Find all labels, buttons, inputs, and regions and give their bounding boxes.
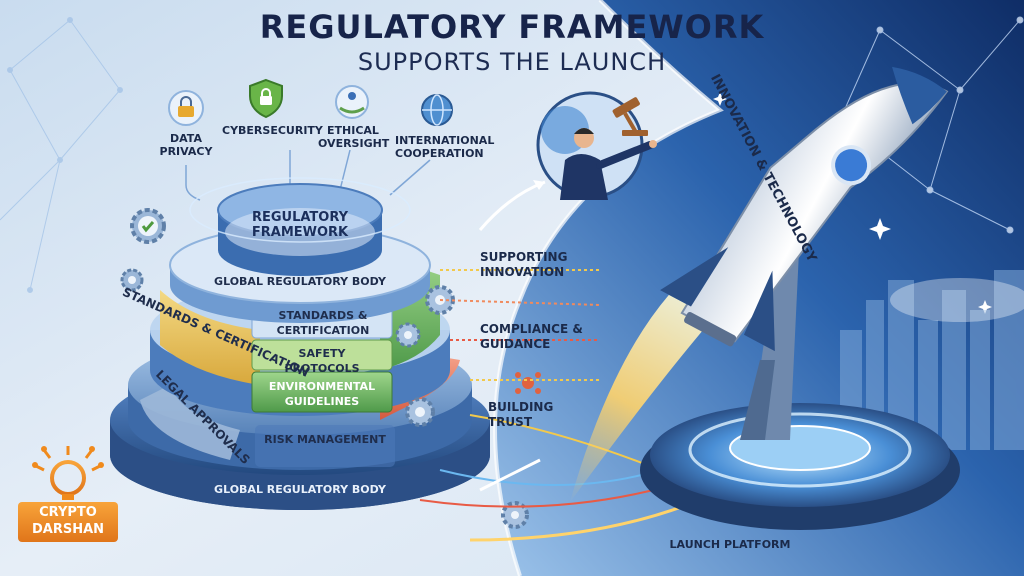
regulatory-framework-label: REGULATORY FRAMEWORK xyxy=(251,210,349,240)
gear-lower-icon xyxy=(405,397,435,427)
building-trust-label: BUILDING TRUST xyxy=(488,400,554,429)
logo-lightbulb-icon xyxy=(32,446,104,500)
top-icon-shield xyxy=(249,78,283,119)
international-cooperation-label: INTERNATIONAL COOPERATION xyxy=(395,134,495,160)
cloud xyxy=(890,278,1024,322)
environmental-guidelines-label: ENVIRONMENTAL GUIDELINES xyxy=(268,380,376,408)
gear-check-icon xyxy=(130,208,166,244)
page-subtitle: SUPPORTS THE LAUNCH xyxy=(357,48,667,76)
launch-platform xyxy=(640,230,960,530)
logo-badge xyxy=(18,502,118,542)
launch-platform-label: LAUNCH PLATFORM xyxy=(669,538,791,551)
global-regulatory-body-lower-label: GLOBAL REGULATORY BODY xyxy=(214,483,386,496)
sparkle-icons xyxy=(713,92,992,314)
gear-icons xyxy=(120,208,541,529)
gear-bottom-icon xyxy=(501,501,529,529)
ethical-oversight-label: ETHICAL OVERSIGHT xyxy=(318,124,390,150)
businessman-illustration xyxy=(536,91,657,200)
network-decoration-left xyxy=(0,17,123,293)
swoosh-edge xyxy=(493,0,724,576)
logo-line2: DARSHAN xyxy=(31,522,105,537)
page-title: REGULATORY FRAMEWORK xyxy=(259,8,765,46)
curved-arrow-head xyxy=(533,180,545,190)
gear-right-2-icon xyxy=(395,322,421,348)
risk-management-label: RISK MANAGEMENT xyxy=(264,433,386,446)
supporting-innovation-label: SUPPORTING INNOVATION xyxy=(480,250,568,279)
city-skyline xyxy=(840,270,1024,450)
top-icon-padlock xyxy=(168,90,204,126)
gear-small-icon xyxy=(120,268,144,292)
compliance-guidance-label: COMPLIANCE & GUIDANCE xyxy=(480,322,583,351)
global-regulatory-body-upper-label: GLOBAL REGULATORY BODY xyxy=(214,275,386,288)
flow-arrows xyxy=(419,269,701,542)
safety-protocols-label: SAFETY PROTOCOLS xyxy=(284,347,360,375)
top-icon-globe xyxy=(421,94,453,126)
gavel-icon xyxy=(612,97,640,118)
cybersecurity-label: CYBERSECURITY xyxy=(222,124,323,137)
rocket-window xyxy=(831,145,872,186)
standards-certification-label: STANDARDS & CERTIFICATION xyxy=(276,309,370,337)
data-privacy-label: DATA PRIVACY xyxy=(159,132,213,158)
regulatory-stack xyxy=(110,177,490,510)
rocket-exhaust xyxy=(569,294,714,503)
logo-line1: CRYPTO xyxy=(39,505,97,520)
rocket xyxy=(569,66,949,503)
icon-connectors xyxy=(185,149,431,201)
network-decoration-right xyxy=(836,16,1024,234)
top-icon-hands-person xyxy=(335,85,369,119)
